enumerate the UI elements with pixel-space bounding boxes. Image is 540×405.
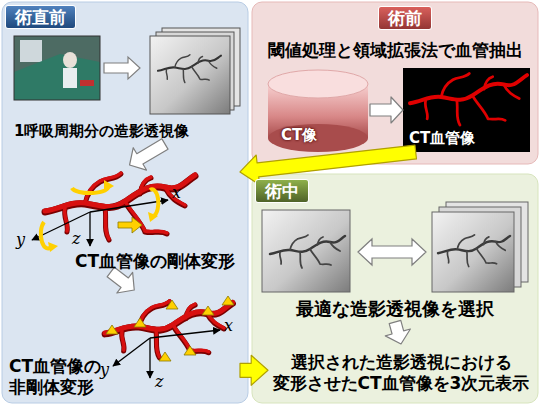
stage-panel: 術前閾値処理と領域拡張法で血管抽出 CT像 CT血管像 [252, 2, 538, 164]
nonrigid-vessel [149, 338, 150, 378]
caption: CT血管像の 非剛体変形 [9, 356, 109, 399]
axis-label: y [16, 232, 25, 248]
operating-room-photo [14, 36, 100, 100]
fluoroscopy-stack [150, 36, 230, 114]
flow-arrow [130, 139, 168, 170]
ct-vessel-image [403, 68, 530, 152]
caption: CT血管像の剛体変形 [75, 251, 235, 272]
nonrigid-vessel [122, 302, 224, 358]
fluoroscopy-stack [438, 236, 510, 253]
rigid-vessel [45, 176, 195, 212]
fluoroscopy-image [270, 236, 345, 254]
fluoroscopy-stack [432, 212, 514, 292]
ct-volume [268, 70, 368, 152]
operating-room-photo [63, 52, 77, 68]
panel-ground [2, 2, 248, 403]
ct-volume [268, 124, 368, 152]
caption: 最適な造影透視像を選択 [296, 298, 494, 321]
flow-arrow [107, 267, 134, 293]
nonrigid-vessel [184, 346, 196, 355]
axis-label: z [72, 231, 80, 247]
rigid-vessel [72, 186, 108, 193]
panel-subtitle: 閾値処理と領域拡張法で血管抽出 [252, 40, 538, 61]
ct-vessel-image: CT血管像 [403, 68, 530, 152]
fluoroscopy-image [280, 235, 340, 268]
stage-panel: 術直前 1呼吸周期分の造影透視像 CT血管像の剛体変形 CT血管像の 非剛体変形 [2, 2, 248, 403]
nonrigid-vessel [106, 325, 118, 334]
rigid-vessel [48, 242, 58, 252]
rigid-vessel [89, 212, 90, 246]
ct-vessel-image [410, 75, 527, 103]
nonrigid-vessel [150, 330, 220, 338]
image-label: CT血管像 [409, 129, 475, 148]
operating-room-photo [14, 36, 100, 100]
compare-arrow [358, 239, 426, 265]
fluoroscopy-stack [166, 55, 217, 83]
operating-room-photo [14, 54, 100, 100]
caption: 1呼吸周期分の造影透視像 [14, 122, 189, 141]
operating-room-photo [20, 40, 42, 62]
stage-panel: 術中最適な造影透視像を選択選択された造影透視における 変形させたCT血管像を3次… [252, 174, 538, 403]
nonrigid-vessel [222, 296, 234, 305]
ct-volume [268, 70, 368, 98]
axis-label: y [100, 362, 109, 378]
panel-heading: 術直前 [5, 5, 76, 29]
transfer-arrow [240, 355, 268, 385]
fluoroscopy-stack [447, 235, 505, 267]
flow-arrow [370, 97, 403, 123]
fluoroscopy-stack [150, 28, 240, 114]
fluoroscopy-stack [158, 56, 221, 71]
rigid-vessel [150, 189, 158, 216]
nonrigid-vessel [166, 300, 178, 309]
fluoroscopy-stack [432, 202, 528, 292]
ct-vessel-image [403, 68, 530, 152]
axis-label: x [224, 318, 233, 334]
ct-image: CT像 [265, 68, 370, 152]
nonrigid-vessel [113, 338, 150, 366]
image-label: CT像 [281, 126, 317, 145]
nonrigid-vessel [134, 318, 146, 327]
rigid-step: CT血管像の剛体変形 [5, 165, 240, 272]
rigid-vessel [45, 175, 195, 211]
operating-room-photo [14, 36, 100, 100]
rigid-vessel [118, 217, 142, 233]
axis-label: x [172, 185, 181, 201]
process-box: 最適な造影透視像を選択 [262, 296, 528, 322]
image-group: 1呼吸周期分の造影透視像 [12, 28, 242, 144]
panel-heading: 術前 [378, 6, 432, 30]
nonrigid-vessel [106, 296, 234, 361]
flow-arrow [385, 320, 410, 344]
result-box: 選択された造影透視における 変形させたCT血管像を3次元表示 [268, 344, 534, 400]
rigid-vessel [148, 212, 158, 222]
fluoroscopy-image [262, 210, 350, 292]
ct-vessel-image [425, 74, 519, 125]
panel-ground [252, 174, 538, 403]
flow-arrow [104, 57, 140, 79]
axis-label: z [155, 374, 163, 390]
rigid-vessel [32, 173, 195, 252]
nonrigid-step: CT血管像の 非剛体変形 [5, 290, 240, 400]
nonrigid-vessel [159, 352, 171, 361]
fluoroscopy-image [262, 210, 350, 292]
caption: 選択された造影透視における 変形させたCT血管像を3次元表示 [268, 352, 534, 395]
rigid-vessel [65, 174, 185, 240]
nonrigid-vessel [105, 296, 234, 378]
rigid-vessel [65, 173, 185, 239]
panel-ground [252, 2, 538, 164]
rigid-vessel [104, 180, 114, 192]
operating-room-photo [63, 68, 77, 88]
nonrigid-vessel [202, 306, 214, 315]
panel-heading: 術中 [255, 179, 309, 203]
operating-room-photo [80, 80, 94, 86]
